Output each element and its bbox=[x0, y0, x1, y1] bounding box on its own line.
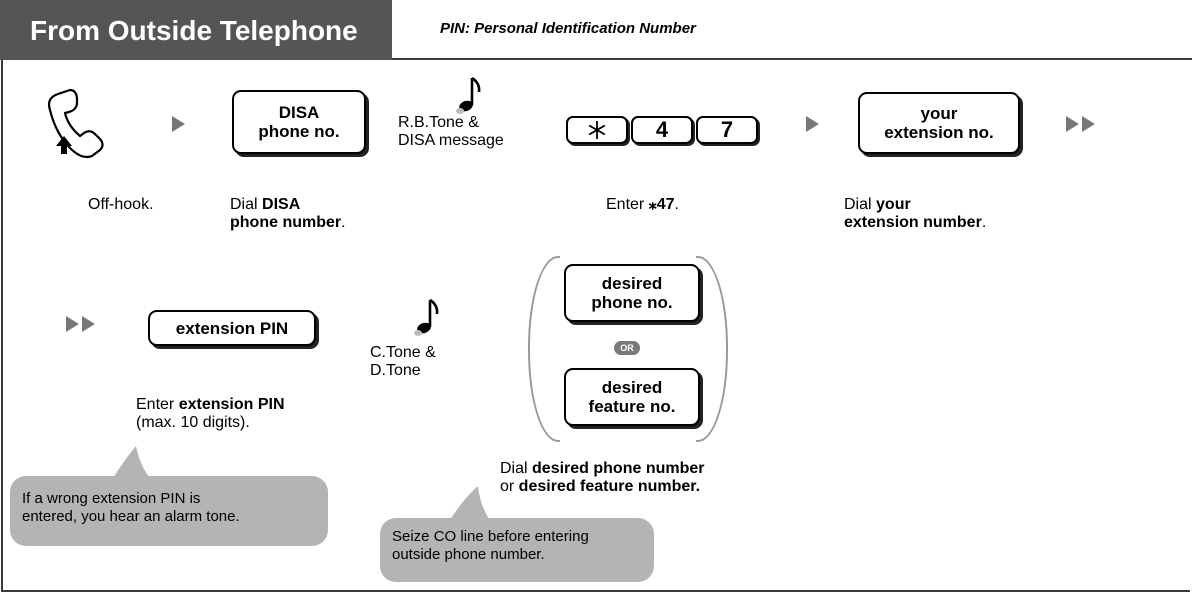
caption-text: (max. 10 digits). bbox=[136, 414, 250, 431]
rb-tone-line2: DISA message bbox=[398, 132, 504, 149]
your-extension-no-box: your extension no. bbox=[858, 92, 1020, 154]
desired-caption: Dial desired phone number or desired fea… bbox=[500, 460, 704, 496]
wrong-pin-note: If a wrong extension PIN is entered, you… bbox=[10, 476, 328, 546]
pin-caption: Enter extension PIN (max. 10 digits). bbox=[136, 396, 285, 432]
disa-box-line2: phone no. bbox=[258, 122, 340, 141]
caption-text: Dial bbox=[844, 196, 877, 213]
caption-bold: your bbox=[876, 196, 911, 213]
note-line: Seize CO line before entering bbox=[392, 528, 589, 545]
arrow-right-icon bbox=[66, 316, 79, 332]
disa-caption: Dial DISA phone number. bbox=[230, 196, 346, 232]
desired-phone-no-box: desired phone no. bbox=[564, 264, 700, 322]
rb-tone-line1: R.B.Tone & bbox=[398, 114, 479, 131]
caption-text: . bbox=[341, 214, 346, 231]
caption-text: . bbox=[674, 196, 679, 213]
disa-phone-no-box: DISA phone no. bbox=[232, 90, 366, 154]
key-7: 7 bbox=[696, 116, 758, 144]
subtitle: PIN: Personal Identification Number bbox=[440, 20, 696, 37]
arrow-right-icon bbox=[1066, 116, 1079, 132]
music-note-icon bbox=[456, 76, 481, 114]
desired-feature-line2: feature no. bbox=[588, 397, 676, 416]
c-tone-label: C.Tone & D.Tone bbox=[370, 344, 436, 380]
ext-box-line2: extension no. bbox=[884, 123, 994, 142]
caption-bold: desired feature number. bbox=[518, 478, 701, 495]
rb-tone-label: R.B.Tone & DISA message bbox=[398, 114, 504, 150]
caption-bold: ⁎47 bbox=[648, 196, 675, 213]
page-title: From Outside Telephone bbox=[0, 0, 392, 60]
header-rule bbox=[0, 58, 1192, 60]
caption-text: or bbox=[500, 478, 519, 495]
arrow-right-icon bbox=[806, 116, 819, 132]
c-tone-line2: D.Tone bbox=[370, 362, 421, 379]
key-4: 4 bbox=[631, 116, 693, 144]
or-badge: OR bbox=[614, 341, 640, 355]
caption-bold: DISA bbox=[262, 196, 301, 213]
ext-box-line1: your bbox=[920, 104, 958, 123]
caption-text: Enter bbox=[136, 396, 179, 413]
asterisk-icon bbox=[588, 121, 606, 139]
desired-phone-line1: desired bbox=[601, 274, 663, 293]
caption-text: . bbox=[981, 214, 987, 231]
desired-phone-line2: phone no. bbox=[591, 293, 673, 312]
c-tone-line1: C.Tone & bbox=[370, 344, 436, 361]
caption-text: Dial bbox=[230, 196, 263, 213]
desired-feature-line1: desired bbox=[601, 378, 663, 397]
note-line: If a wrong extension PIN is bbox=[22, 490, 201, 507]
seize-co-note: Seize CO line before entering outside ph… bbox=[380, 518, 654, 582]
ext-caption: Dial your extension number. bbox=[844, 196, 986, 232]
caption-text: Enter bbox=[606, 196, 649, 213]
key-star bbox=[566, 116, 628, 144]
disa-box-line1: DISA bbox=[278, 103, 320, 122]
handset-offhook-icon bbox=[47, 88, 104, 159]
arrow-right-icon bbox=[82, 316, 95, 332]
extension-pin-box: extension PIN bbox=[148, 310, 316, 346]
caption-bold: desired phone number bbox=[532, 460, 705, 477]
desired-feature-no-box: desired feature no. bbox=[564, 368, 700, 426]
caption-bold: extension number bbox=[844, 214, 982, 231]
caption-bold: phone number bbox=[230, 214, 342, 231]
arrow-right-icon bbox=[172, 116, 185, 132]
caption-bold: extension PIN bbox=[178, 396, 285, 413]
music-note-icon bbox=[414, 298, 439, 336]
arrow-right-icon bbox=[1082, 116, 1095, 132]
note-line: entered, you hear an alarm tone. bbox=[22, 508, 240, 525]
bubble-tail bbox=[446, 486, 494, 526]
code-caption: Enter ⁎47. bbox=[606, 196, 679, 214]
caption-text: Dial bbox=[500, 460, 533, 477]
offhook-caption: Off-hook. bbox=[88, 196, 154, 213]
note-line: outside phone number. bbox=[392, 546, 545, 563]
